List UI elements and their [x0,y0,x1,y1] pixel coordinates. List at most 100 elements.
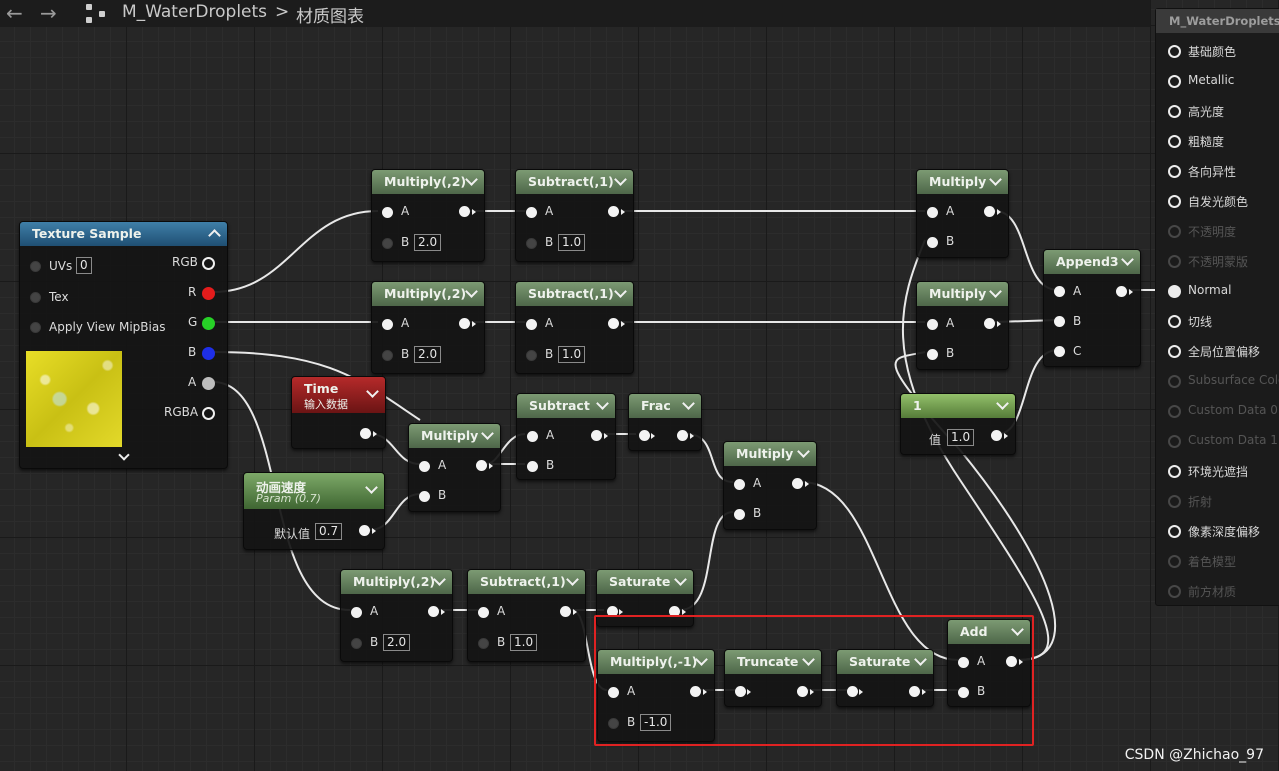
chevron-down-icon[interactable] [996,397,1009,410]
chevron-down-icon[interactable] [566,573,579,586]
node-multiply-r[interactable]: Multiply(,2) A B 2.0 [371,169,485,262]
pin-b[interactable] [382,238,393,249]
pin-tex[interactable] [30,292,41,303]
pin-a[interactable] [382,207,393,218]
pin-output[interactable] [909,686,920,697]
pin-output[interactable] [459,206,470,217]
node-multiply-mid[interactable]: Multiply A B [723,441,817,530]
back-arrow-icon[interactable]: ← [6,1,23,25]
pin-circle-icon[interactable] [1168,525,1181,538]
pin-b[interactable] [1054,316,1065,327]
pin-r[interactable] [202,287,215,300]
pin-output[interactable] [359,525,370,536]
pin-output[interactable] [984,318,995,329]
node-subtract-a[interactable]: Subtract(,1) A B 1.0 [467,569,586,662]
pin-output[interactable] [476,460,487,471]
pin-output[interactable] [608,318,619,329]
pin-rgb[interactable] [202,257,215,270]
pin-circle-icon[interactable] [1168,135,1181,148]
pin-b[interactable] [382,350,393,361]
pin-output[interactable] [459,318,470,329]
default-value-field[interactable]: 0.7 [315,523,343,540]
pin-circle-icon[interactable] [1168,315,1181,328]
pin-output[interactable] [1006,656,1017,667]
node-saturate-top[interactable]: Saturate [596,569,694,627]
node-constant-1[interactable]: 1 值 1.0 [900,393,1016,455]
chevron-down-icon[interactable] [989,285,1002,298]
pin-input[interactable] [735,686,746,697]
pin-circle-icon[interactable] [1168,345,1181,358]
pin-a[interactable] [419,461,430,472]
node-saturate-bottom[interactable]: Saturate [836,649,934,707]
pin-output[interactable] [677,430,688,441]
pin-b[interactable] [958,687,969,698]
node-add[interactable]: Add A B [947,619,1031,707]
b-value-field[interactable]: -1.0 [640,714,672,731]
chevron-down-icon[interactable] [674,573,687,586]
pin-a[interactable] [382,319,393,330]
chevron-up-icon[interactable] [208,229,221,242]
pin-output[interactable] [669,606,680,617]
pin-circle-icon[interactable] [1168,165,1181,178]
pin-output[interactable] [1116,286,1127,297]
pin-input[interactable] [639,430,650,441]
pin-b[interactable] [734,509,745,520]
pin-circle-icon[interactable] [1168,105,1181,118]
pin-output[interactable] [360,428,371,439]
pin-a[interactable] [958,657,969,668]
node-subtract-g[interactable]: Subtract(,1) A B 1.0 [515,281,634,374]
node-subtract[interactable]: Subtract A B [516,393,616,480]
pin-b[interactable] [202,347,215,360]
chevron-down-icon[interactable] [465,173,478,186]
chevron-down-icon[interactable] [596,397,609,410]
node-append3[interactable]: Append3 A B C [1043,249,1141,367]
node-multiply-right-1[interactable]: Multiply A B [916,169,1009,258]
uvs-value-field[interactable]: 0 [76,257,92,274]
chevron-down-icon[interactable] [989,173,1002,186]
pin-output[interactable] [792,478,803,489]
pin-g[interactable] [202,317,215,330]
chevron-down-icon[interactable] [614,285,627,298]
pin-a[interactable] [526,207,537,218]
pin-b[interactable] [608,718,619,729]
chevron-down-icon[interactable] [1121,253,1134,266]
pin-output[interactable] [690,686,701,697]
pin-output[interactable] [560,606,571,617]
chevron-down-icon[interactable] [797,445,810,458]
b-value-field[interactable]: 1.0 [510,634,538,651]
pin-output[interactable] [797,686,808,697]
pin-a[interactable] [734,479,745,490]
pin-b[interactable] [526,350,537,361]
node-multiply-neg1[interactable]: Multiply(,-1) A B -1.0 [597,649,715,742]
pin-a[interactable] [478,607,489,618]
pin-a[interactable] [526,319,537,330]
node-frac[interactable]: Frac [628,393,702,451]
node-truncate[interactable]: Truncate [724,649,822,707]
node-texture-sample[interactable]: Texture Sample UVs 0 Tex Apply View MipB… [19,221,228,469]
node-subtract-r[interactable]: Subtract(,1) A B 1.0 [515,169,634,262]
forward-arrow-icon[interactable]: → [40,1,57,25]
chevron-down-icon[interactable] [118,449,130,461]
node-multiply-right-2[interactable]: Multiply A B [916,281,1009,370]
pin-b[interactable] [927,237,938,248]
pin-output[interactable] [428,606,439,617]
pin-b[interactable] [527,461,538,472]
node-multiply-time[interactable]: Multiply A B [408,423,501,512]
pin-circle-icon[interactable] [1168,465,1181,478]
pin-circle-icon[interactable] [1168,45,1181,58]
pin-a[interactable] [527,431,538,442]
pin-a[interactable] [1054,286,1065,297]
pin-output[interactable] [591,430,602,441]
pin-output[interactable] [608,206,619,217]
pin-circle-icon[interactable] [1168,285,1181,298]
chevron-down-icon[interactable] [614,173,627,186]
pin-b[interactable] [419,491,430,502]
pin-a[interactable] [927,319,938,330]
b-value-field[interactable]: 2.0 [383,634,411,651]
pin-output[interactable] [991,430,1002,441]
pin-mipbias[interactable] [30,322,41,333]
constant-value-field[interactable]: 1.0 [947,429,975,446]
